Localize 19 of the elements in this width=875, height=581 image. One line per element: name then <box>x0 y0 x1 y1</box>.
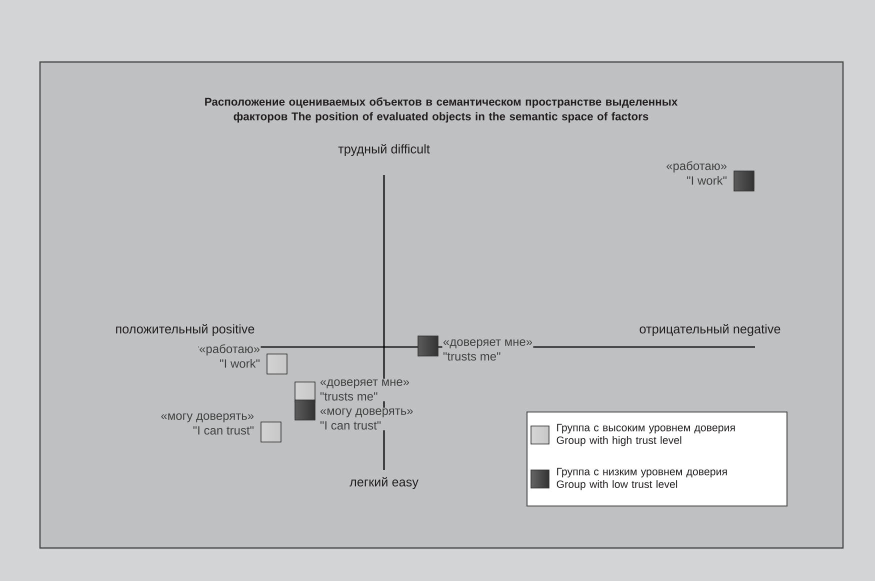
marker-label: «могу доверять» "I can trust" <box>160 412 255 436</box>
marker-label: «доверяет мне» "trusts me" <box>442 338 534 362</box>
marker-label: «работаю» "I work" <box>198 344 261 368</box>
marker-label: «работаю» "I work" <box>665 160 728 186</box>
marker-label: «могу доверять» "I can trust" <box>319 408 414 430</box>
square-marker <box>294 400 316 420</box>
square-marker <box>260 422 282 442</box>
square-marker <box>266 354 288 374</box>
square-marker <box>294 382 316 402</box>
square-marker <box>734 170 754 192</box>
axis-label: трудный difficult <box>338 144 430 156</box>
square-marker <box>418 336 438 356</box>
axis-label: легкий easy <box>350 476 418 489</box>
chart-title: Расположение оцениваемых объектов в семантическом пространстве выделенных факторов The position of evaluated objects in the semantic space of factors <box>205 97 678 123</box>
axis-label: положительный positive <box>116 324 254 336</box>
marker-label: «доверяет мне» "trusts me" <box>319 378 410 402</box>
legend-label: Группа с высоким уровнем доверия Group with high trust level <box>556 424 735 446</box>
legend-label: Группа с низким уровнем доверия Group with low trust level <box>556 468 727 490</box>
axis-label: отрицательный negative <box>640 324 780 336</box>
